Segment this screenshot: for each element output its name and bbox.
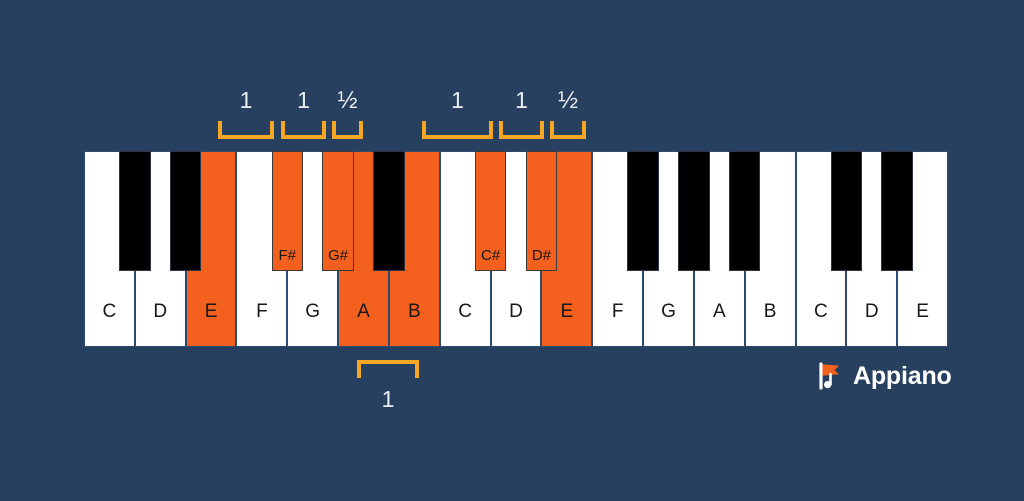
white-key-label: B [763,301,777,322]
appiano-logo: Appiano [818,362,952,390]
white-key-label: G [661,301,676,322]
white-key-label: C [814,301,828,322]
black-key-dsharp-6[interactable]: D# [525,151,558,271]
step-interval-label: 1 [297,87,310,113]
white-key-label: B [408,301,421,322]
white-key-label: E [916,301,929,322]
white-key-label: A [357,301,370,322]
black-key-fsharp-2[interactable]: F# [271,151,304,271]
step-bracket [332,121,363,139]
appiano-flag-note-icon [818,362,844,390]
black-key-plain-10[interactable] [830,151,863,271]
step-bracket [357,360,419,378]
white-key-label: G [305,301,321,322]
white-key-label: D [864,301,879,322]
black-key-plain-7[interactable] [627,151,659,271]
black-key-csharp-5[interactable]: C# [474,151,507,271]
black-key-label: G# [328,247,349,264]
step-interval-label: ½ [337,87,358,114]
step-interval-label: 1 [239,87,253,113]
black-key-plain-4[interactable] [373,151,405,271]
white-key-label: A [712,301,726,322]
black-key-plain-1[interactable] [169,151,202,271]
black-key-label: F# [278,247,297,264]
white-key-label: C [458,301,473,322]
step-interval-label: 1 [451,87,464,113]
appiano-wordmark: Appiano [853,361,952,390]
white-key-label: D [509,301,523,322]
black-key-label: D# [531,247,551,264]
step-bracket [499,121,544,139]
white-key-label: F [611,301,624,322]
step-bracket [550,121,586,139]
white-key-label: C [102,301,117,322]
black-key-plain-9[interactable] [728,151,761,271]
black-key-label: C# [480,247,501,264]
step-bracket [281,121,326,139]
white-key-label: F [256,301,268,322]
step-bracket [422,121,493,139]
black-key-gsharp-3[interactable]: G# [322,151,354,271]
black-key-plain-0[interactable] [119,151,151,271]
white-key-label: D [153,301,168,322]
white-key-label: E [204,301,218,322]
white-key-label: E [560,301,574,322]
black-key-plain-11[interactable] [881,151,913,271]
step-bracket [218,121,274,139]
black-key-plain-8[interactable] [678,151,710,271]
step-interval-label: 1 [381,386,395,412]
step-interval-label: 1 [515,87,528,113]
piano-keyboard: C D E F G A B C D E F G A B C D E F# G# C# D# [84,151,948,347]
step-interval-label: ½ [557,87,578,114]
